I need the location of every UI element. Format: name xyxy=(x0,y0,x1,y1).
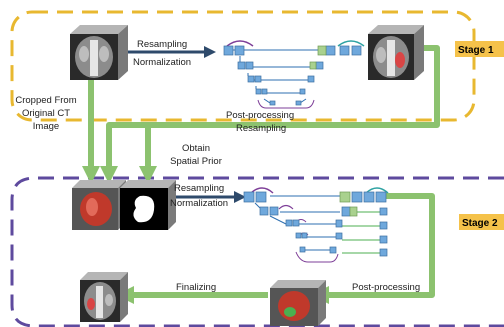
spatial-prior-mask xyxy=(120,180,176,230)
cropped-label-line2: Original CT xyxy=(22,108,70,119)
stage1-post-label-line1: Post-processing xyxy=(226,110,294,121)
stage2-tag-bg xyxy=(459,214,504,230)
stage1-output-ct-image xyxy=(368,25,424,80)
stage2-post-arrow xyxy=(311,193,435,304)
prior-label-line1: Obtain xyxy=(182,143,210,154)
stage1-tag: Stage 1 xyxy=(458,45,494,56)
stage2-output-image xyxy=(270,280,326,326)
stage1-frame xyxy=(10,10,476,122)
stage1-unet xyxy=(223,40,365,109)
stage1-post-label-line2: Resampling xyxy=(236,123,286,134)
cropped-label-line1: Cropped From xyxy=(15,95,76,106)
cropped-label-line3: Image xyxy=(33,121,59,132)
flow-arrows xyxy=(82,45,440,304)
prior-label-line2: Spatial Prior xyxy=(170,156,222,167)
stage2-arrow-label-line2: Normalization xyxy=(170,198,228,209)
stage2-tag: Stage 2 xyxy=(462,218,498,229)
stage1-tag-bg xyxy=(455,41,504,57)
stage2-frame xyxy=(10,176,504,327)
finalizing-label: Finalizing xyxy=(176,282,216,293)
cropped-kidney-image xyxy=(72,180,126,230)
stage1-arrow-label-line1: Resampling xyxy=(137,39,187,50)
stage2-arrow-label-line1: Resampling xyxy=(174,183,224,194)
final-ct-image xyxy=(80,272,128,322)
stage1-arrow-label-line2: Normalization xyxy=(133,57,191,68)
stage2-unet xyxy=(243,187,389,263)
stage2-post-label: Post-processing xyxy=(352,282,420,293)
stage1-return-arrow xyxy=(100,45,440,184)
stage1-input-ct-image xyxy=(70,25,128,80)
